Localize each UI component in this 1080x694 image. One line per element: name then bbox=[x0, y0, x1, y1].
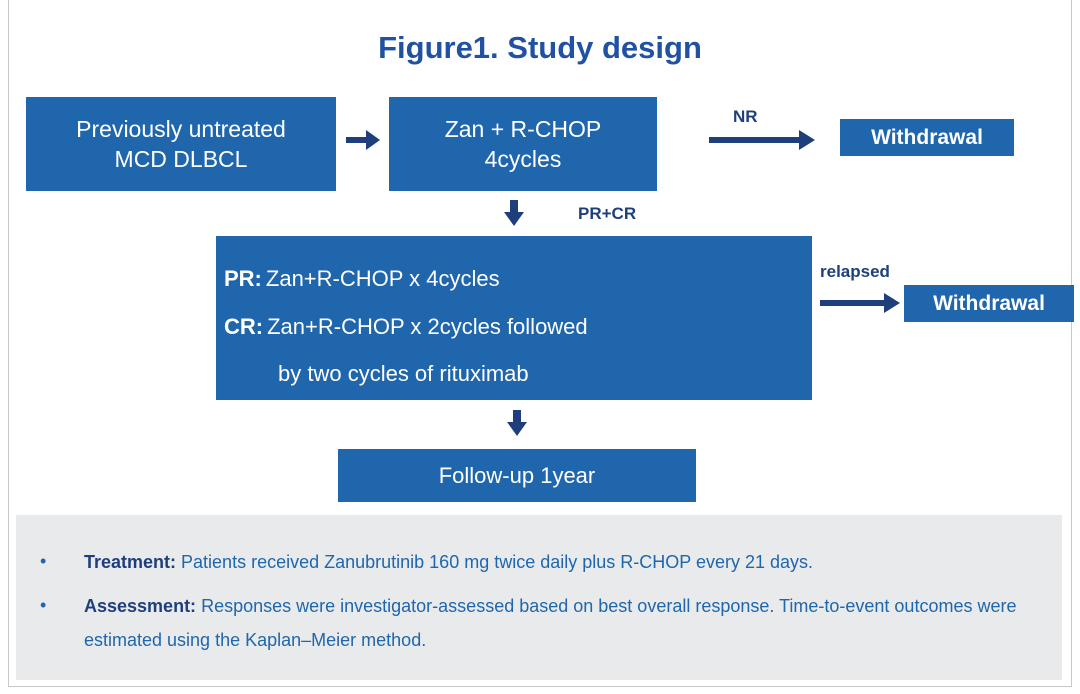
cr-text: Zan+R-CHOP x 2cycles followed bbox=[267, 314, 588, 339]
pr-text: Zan+R-CHOP x 4cycles bbox=[265, 266, 500, 291]
arrow-right-icon bbox=[820, 293, 900, 313]
treatment-text: Patients received Zanubrutinib 160 mg tw… bbox=[176, 552, 814, 572]
start-box-line2: MCD DLBCL bbox=[114, 146, 248, 172]
withdrawal-box-right: Withdrawal bbox=[904, 285, 1074, 322]
assessment-text: Responses were investigator-assessed bas… bbox=[84, 596, 1017, 650]
withdrawal-box-top: Withdrawal bbox=[840, 119, 1014, 156]
zan-box-line1: Zan + R-CHOP bbox=[444, 116, 602, 142]
assessment-note: Assessment: Responses were investigator-… bbox=[84, 589, 1034, 657]
relapsed-label: relapsed bbox=[820, 262, 890, 281]
figure-frame bbox=[8, 0, 1072, 687]
followup-box: Follow-up 1year bbox=[338, 449, 696, 502]
cr-key: CR: bbox=[224, 314, 264, 339]
prcr-label: PR+CR bbox=[578, 204, 637, 223]
figure-title: Figure1. Study design bbox=[378, 30, 702, 65]
pr-key: PR: bbox=[224, 266, 262, 291]
cr-line: CR:Zan+R-CHOP x 2cycles followed bbox=[224, 314, 588, 340]
pr-line: PR:Zan+R-CHOP x 4cycles bbox=[224, 266, 500, 292]
zan-rchop-box: Zan + R-CHOP 4cycles bbox=[389, 97, 657, 191]
response-box: PR:Zan+R-CHOP x 4cycles CR:Zan+R-CHOP x … bbox=[216, 236, 812, 400]
zan-box-line2: 4cycles bbox=[484, 146, 562, 172]
arrow-down-icon bbox=[507, 410, 527, 436]
nr-label: NR bbox=[733, 107, 758, 126]
cr-line-2: by two cycles of rituximab bbox=[278, 361, 529, 386]
arrow-down-icon bbox=[504, 200, 524, 226]
treatment-key: Treatment: bbox=[84, 552, 177, 572]
notes-panel: • Treatment: Patients received Zanubruti… bbox=[16, 515, 1062, 680]
bullet-icon: • bbox=[40, 595, 47, 615]
arrow-right-icon bbox=[709, 130, 815, 150]
start-box-line1: Previously untreated bbox=[76, 116, 286, 142]
bullet-icon: • bbox=[40, 551, 47, 571]
treatment-note: Treatment: Patients received Zanubrutini… bbox=[84, 545, 1034, 579]
arrow-right-icon bbox=[346, 130, 380, 150]
start-box: Previously untreated MCD DLBCL bbox=[26, 97, 336, 191]
assessment-key: Assessment: bbox=[84, 596, 197, 616]
